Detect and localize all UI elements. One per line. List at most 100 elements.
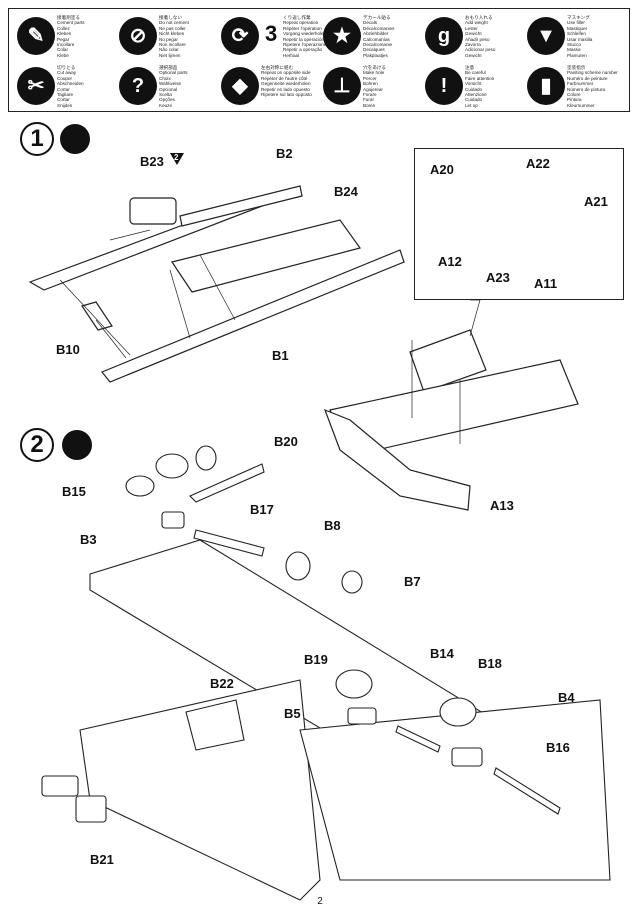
- legend-line: Decals: [363, 20, 378, 26]
- legend-line: Número de pintura: [567, 86, 606, 92]
- legend-line: Gegenseite wiederholen: [261, 81, 311, 87]
- option-marker-icon: [170, 153, 184, 165]
- legend-line: Forare: [363, 92, 377, 98]
- legend-line: Repeat on opposite side: [261, 70, 311, 76]
- symmetric-icon: ◆: [221, 67, 259, 105]
- legend-line: Cortar: [57, 97, 70, 103]
- part-label-b16: B16: [546, 740, 570, 755]
- legend-line: Colore: [567, 92, 581, 98]
- legend-line: Añadir peso: [465, 36, 490, 42]
- legend-line: Usar masilla: [567, 36, 593, 42]
- glue-icon: ✎: [17, 17, 55, 55]
- part-label-b17: B17: [250, 502, 274, 517]
- caution-icon: !: [425, 67, 463, 105]
- legend-line: Farbnummer: [567, 81, 594, 87]
- legend-line: 接着剤塗る: [57, 15, 80, 20]
- legend-line: Colar: [57, 47, 68, 53]
- part-label-b22: B22: [210, 676, 234, 691]
- legend-line: Abziehbilder: [363, 31, 389, 37]
- legend-line: Non incollare: [159, 42, 186, 48]
- repeat-count: 3: [265, 21, 278, 46]
- part-label-b14: B14: [430, 646, 454, 661]
- part-label-b23: B23: [140, 154, 164, 169]
- legend-line: Lester: [465, 25, 478, 31]
- masking-icon: ▼: [527, 17, 565, 55]
- part-label-b19: B19: [304, 652, 328, 667]
- no-cement-icon: ⊘: [119, 17, 157, 55]
- part-label-a20: A20: [430, 162, 454, 177]
- legend-line: Zavorra: [465, 42, 481, 48]
- legend-line: Herhaal: [283, 52, 300, 58]
- part-label-b15: B15: [62, 484, 86, 499]
- option-icon: ?: [119, 67, 157, 105]
- decal-star-icon: ★: [323, 17, 361, 55]
- part-label-a13: A13: [490, 498, 514, 513]
- weight-icon: g: [425, 17, 463, 55]
- part-label-b7: B7: [404, 574, 421, 589]
- legend-line: Ne pas coller: [159, 25, 186, 31]
- part-label-b8: B8: [324, 518, 341, 533]
- part-label-b20: B20: [274, 434, 298, 449]
- legend-line: Répéter l'opération: [283, 25, 322, 31]
- legend-line: Ripetere l'operazione: [283, 42, 327, 48]
- legend-line: Klebe: [57, 52, 69, 58]
- legend-line: Painting scheme number: [567, 70, 618, 76]
- legend-line: Adicionar peso: [465, 47, 496, 53]
- step-2-number: 2: [20, 428, 54, 462]
- legend-line: Abschneiden: [57, 81, 84, 87]
- legend-line: Scelta: [159, 92, 172, 98]
- legend-line: Bohren: [363, 81, 378, 87]
- legend-line: Tagliare: [57, 92, 74, 98]
- legend-line: Mastiquer: [567, 25, 588, 31]
- legend-line: 穴をあける: [363, 65, 386, 70]
- legend-line: Keuze: [159, 102, 173, 108]
- legend-line: Vorsicht: [465, 81, 482, 87]
- legend-line: Repetir a operação: [283, 47, 323, 53]
- legend-line: Nicht kleben: [159, 31, 185, 37]
- legend-line: Répéter de l'autre côté: [261, 75, 308, 81]
- part-label-b21: B21: [90, 852, 114, 867]
- legend-line: Gewicht: [465, 52, 482, 58]
- legend-line: Pintura: [567, 97, 582, 103]
- legend-line: Numéro de peinture: [567, 75, 608, 81]
- legend-line: 左右対称に組む: [261, 65, 294, 70]
- legend-line: Kleben: [57, 31, 72, 37]
- legend-line: Não colar: [159, 47, 179, 53]
- part-label-a12: A12: [438, 254, 462, 269]
- legend-line: Plakplaatjes: [363, 52, 388, 58]
- legend-line: Choix: [159, 75, 171, 81]
- legend-line: Massa: [567, 47, 581, 53]
- legend-line: Furar: [363, 97, 374, 103]
- legend-line: Collez: [57, 25, 70, 31]
- legend-line: Agujerear: [363, 86, 383, 92]
- part-label-a23: A23: [486, 270, 510, 285]
- legend-line: Cement parts: [57, 20, 85, 26]
- legend-line: Opcional: [159, 86, 178, 92]
- legend-line: Decalcomanie: [363, 42, 393, 48]
- legend-line: Schleifen: [567, 31, 586, 37]
- legend-line: Incollare: [57, 42, 75, 48]
- legend-line: Opções: [159, 97, 175, 103]
- part-label-a22: A22: [526, 156, 550, 171]
- legend-line: Be careful: [465, 70, 486, 76]
- part-label-b4: B4: [558, 690, 575, 705]
- legend-line: Kleurnummer: [567, 102, 595, 108]
- legend-line: Snijden: [57, 102, 73, 108]
- drill-icon: ⊥: [323, 67, 361, 105]
- legend-line: 切りとる: [57, 65, 76, 70]
